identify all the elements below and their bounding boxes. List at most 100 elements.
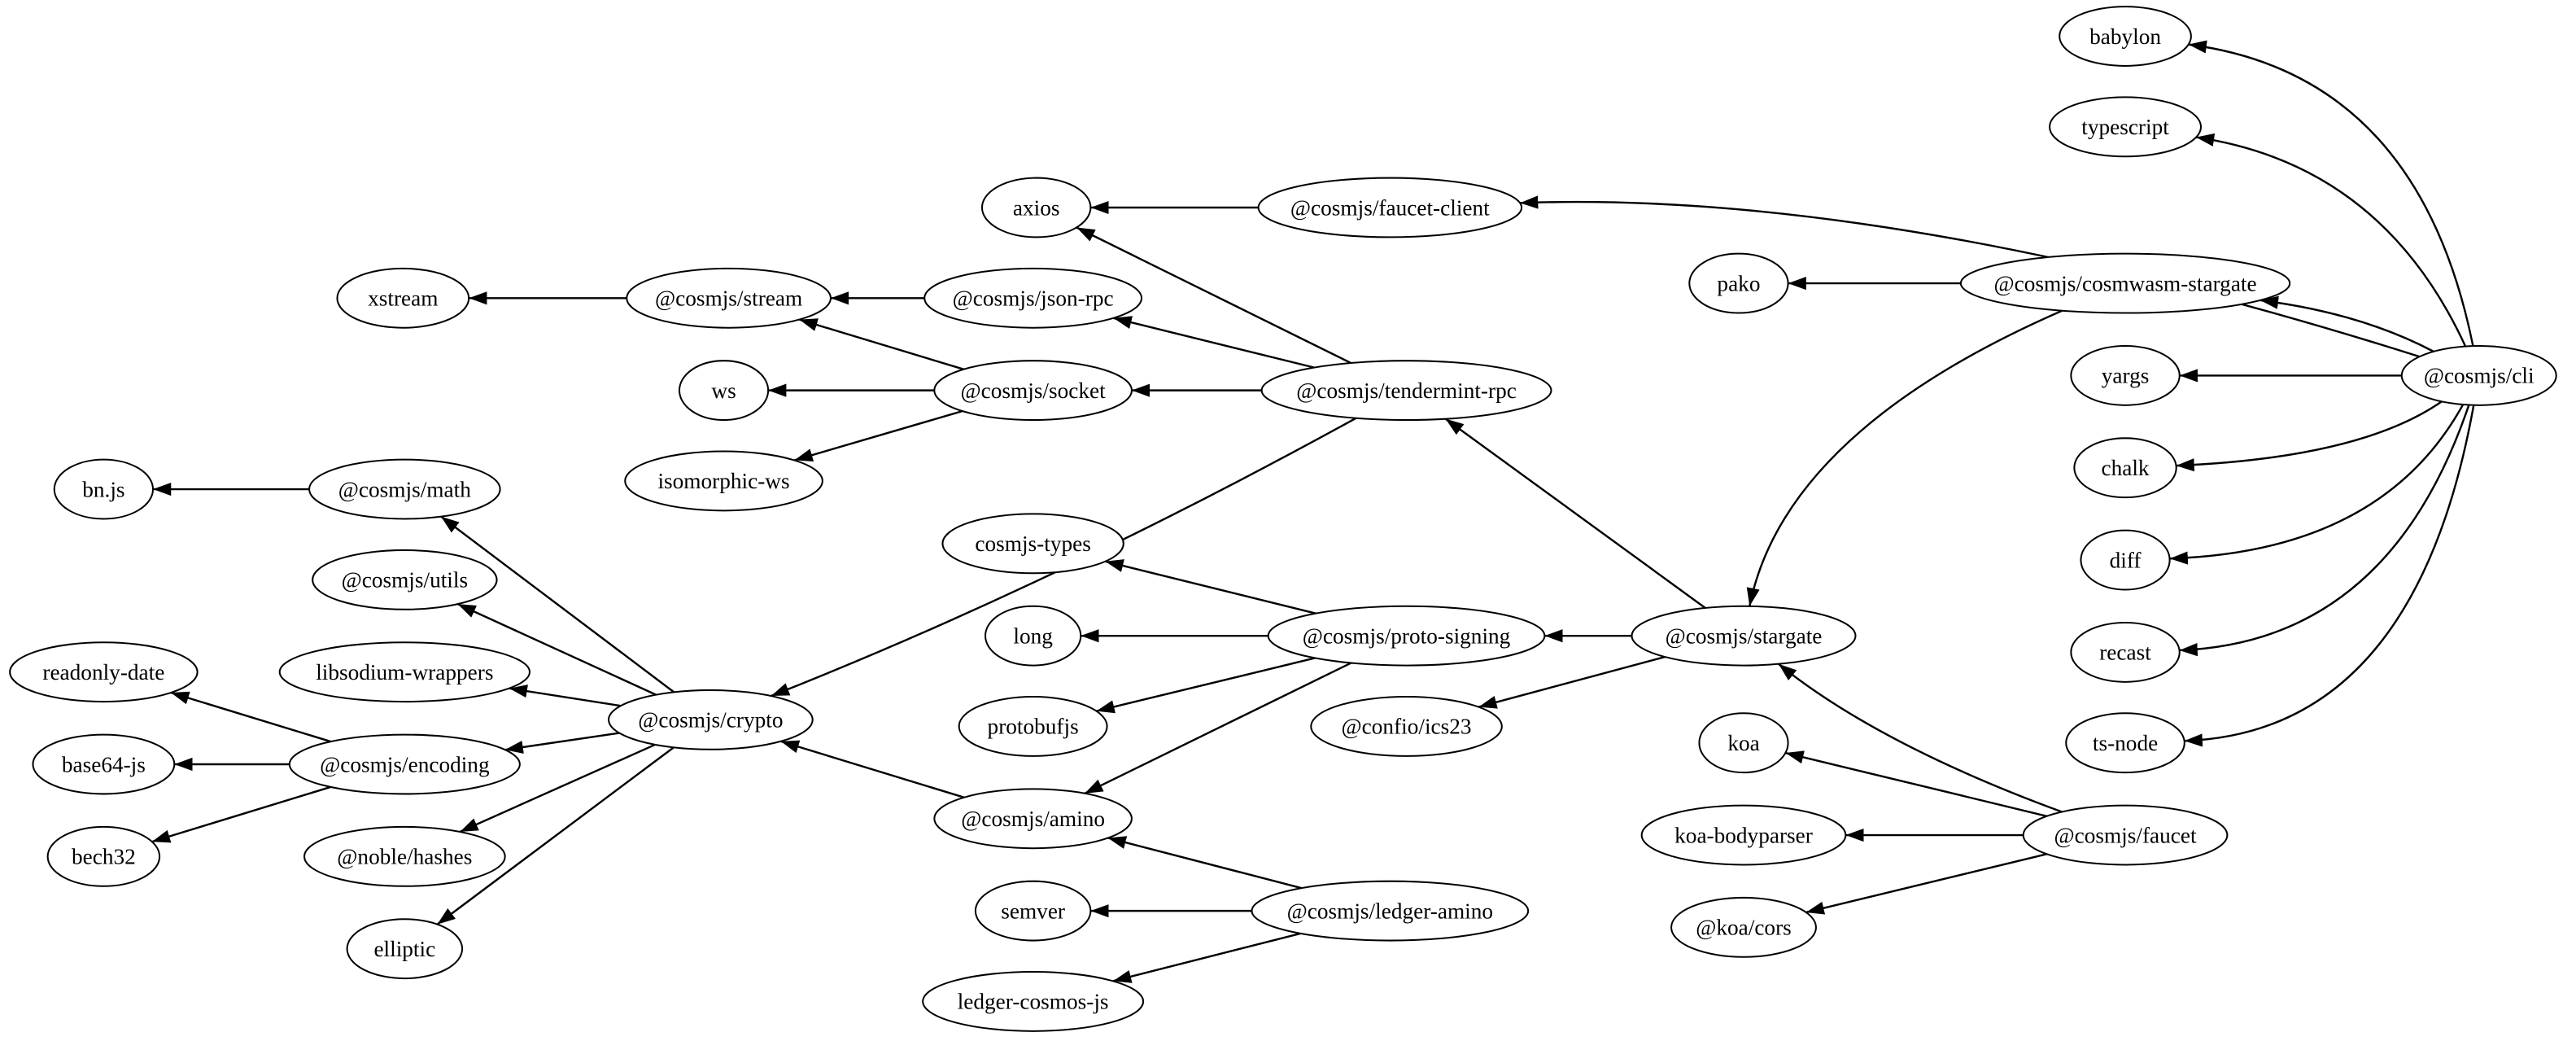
node-ellipse-utils <box>312 549 498 610</box>
node-ellipse-noble-hashes <box>303 825 506 887</box>
node-protobufjs: protobufjs <box>958 696 1108 757</box>
node-ellipse-isomorphic-ws <box>624 450 823 512</box>
node-label-crypto: @cosmjs/crypto <box>638 708 783 733</box>
node-ellipse-socket <box>933 360 1133 422</box>
node-ellipse-semver <box>974 880 1092 942</box>
node-isomorphic-ws: isomorphic-ws <box>624 450 823 512</box>
node-semver: semver <box>974 880 1092 942</box>
edge-faucet-to-koa <box>1785 750 2047 817</box>
edge-crypto-to-noble-hashes <box>459 743 656 833</box>
node-json-rpc: @cosmjs/json-rpc <box>923 267 1143 329</box>
node-cosmwasm-stargate: @cosmjs/cosmwasm-stargate <box>1959 252 2291 314</box>
edge-crypto-to-utils <box>456 602 657 696</box>
node-ellipse-ledger-amino <box>1251 880 1530 942</box>
node-ellipse-encoding <box>288 733 521 795</box>
edge-cli-to-diff <box>2169 404 2465 565</box>
node-ellipse-libsodium-wrappers <box>278 641 531 703</box>
node-ellipse-koa-cors <box>1670 896 1817 958</box>
node-ellipse-protobufjs <box>958 696 1108 757</box>
node-bech32: bech32 <box>46 825 161 887</box>
node-recast: recast <box>2070 621 2181 683</box>
node-tendermint-rpc: @cosmjs/tendermint-rpc <box>1260 360 1552 422</box>
node-ics23: @confio/ics23 <box>1310 696 1503 757</box>
node-label-ws: ws <box>711 378 736 403</box>
edge-faucet-to-stargate <box>1778 663 2063 813</box>
edge-faucet-to-koa-cors <box>1805 853 2047 915</box>
node-faucet-client: @cosmjs/faucet-client <box>1257 177 1523 238</box>
node-label-recast: recast <box>2099 641 2151 665</box>
node-ellipse-cosmjs-types <box>941 513 1124 575</box>
node-xstream: xstream <box>336 267 470 329</box>
node-label-math: @cosmjs/math <box>338 477 471 501</box>
edge-tendermint-rpc-to-axios <box>1076 226 1351 365</box>
node-ellipse-readonly-date <box>9 641 199 703</box>
node-axios: axios <box>980 177 1092 238</box>
node-ellipse-faucet <box>2022 804 2229 866</box>
node-koa-cors: @koa/cors <box>1670 896 1817 958</box>
node-encoding: @cosmjs/encoding <box>288 733 521 795</box>
node-diff: diff <box>2080 529 2171 591</box>
edge-cli-to-cosmwasm-stargate <box>2259 295 2434 352</box>
node-koa: koa <box>1698 712 1789 774</box>
node-label-ledger-amino: @cosmjs/ledger-amino <box>1287 899 1493 923</box>
node-pako: pako <box>1688 252 1789 314</box>
node-ellipse-faucet-client <box>1257 177 1523 238</box>
node-label-pako: pako <box>1717 271 1760 295</box>
edge-socket-to-isomorphic-ws <box>794 409 963 461</box>
node-ellipse-ts-node <box>2065 712 2185 774</box>
node-koa-bodyparser: koa-bodyparser <box>1640 804 1847 866</box>
node-label-yargs: yargs <box>2102 364 2150 388</box>
edge-ledger-amino-to-amino <box>1107 836 1303 890</box>
node-stargate: @cosmjs/stargate <box>1631 605 1857 667</box>
node-label-base64-js: base64-js <box>62 752 146 776</box>
node-label-semver: semver <box>1001 899 1065 923</box>
node-ellipse-long <box>984 605 1082 667</box>
node-chalk: chalk <box>2073 437 2177 499</box>
node-utils: @cosmjs/utils <box>312 549 498 610</box>
node-ledger-cosmos-js: ledger-cosmos-js <box>922 970 1145 1032</box>
node-label-elliptic: elliptic <box>373 937 435 961</box>
node-label-protobufjs: protobufjs <box>988 715 1079 739</box>
node-label-socket: @cosmjs/socket <box>961 378 1107 403</box>
node-ellipse-stargate <box>1631 605 1857 667</box>
node-ellipse-xstream <box>336 267 470 329</box>
node-elliptic: elliptic <box>346 918 464 980</box>
edge-ledger-amino-to-ledger-cosmos-js <box>1112 932 1302 983</box>
node-cosmjs-types: cosmjs-types <box>941 513 1124 575</box>
node-label-proto-signing: @cosmjs/proto-signing <box>1303 623 1511 648</box>
node-label-xstream: xstream <box>368 286 438 311</box>
node-label-koa: koa <box>1727 731 1759 755</box>
edge-cli-to-faucet-client <box>1520 195 2420 358</box>
node-ellipse-bech32 <box>46 825 161 887</box>
node-label-bech32: bech32 <box>72 845 136 869</box>
node-ellipse-crypto <box>608 689 814 750</box>
node-label-babylon: babylon <box>2089 24 2161 49</box>
node-ellipse-koa-bodyparser <box>1640 804 1847 866</box>
node-label-axios: axios <box>1013 195 1060 220</box>
node-label-faucet: @cosmjs/faucet <box>2054 823 2197 847</box>
node-label-noble-hashes: @noble/hashes <box>337 845 472 869</box>
node-ellipse-tendermint-rpc <box>1260 360 1552 422</box>
node-ellipse-cosmwasm-stargate <box>1959 252 2291 314</box>
node-bnjs: bn.js <box>53 458 155 520</box>
node-ellipse-json-rpc <box>923 267 1143 329</box>
edge-socket-to-stream <box>798 318 964 370</box>
node-ellipse-yargs <box>2070 344 2181 406</box>
edge-proto-signing-to-protobufjs <box>1096 657 1316 714</box>
node-ellipse-diff <box>2080 529 2171 591</box>
edge-stargate-to-ics23 <box>1478 655 1666 709</box>
node-ellipse-elliptic <box>346 918 464 980</box>
node-ellipse-recast <box>2070 621 2181 683</box>
edge-cli-to-babylon <box>2188 40 2474 347</box>
node-ellipse-stream <box>626 267 832 329</box>
node-ellipse-ws <box>678 360 770 422</box>
node-stream: @cosmjs/stream <box>626 267 832 329</box>
node-ellipse-axios <box>980 177 1092 238</box>
node-label-ledger-cosmos-js: ledger-cosmos-js <box>958 990 1109 1014</box>
node-ellipse-pako <box>1688 252 1789 314</box>
node-long: long <box>984 605 1082 667</box>
node-label-utils: @cosmjs/utils <box>342 568 469 593</box>
node-label-stargate: @cosmjs/stargate <box>1666 623 1823 648</box>
